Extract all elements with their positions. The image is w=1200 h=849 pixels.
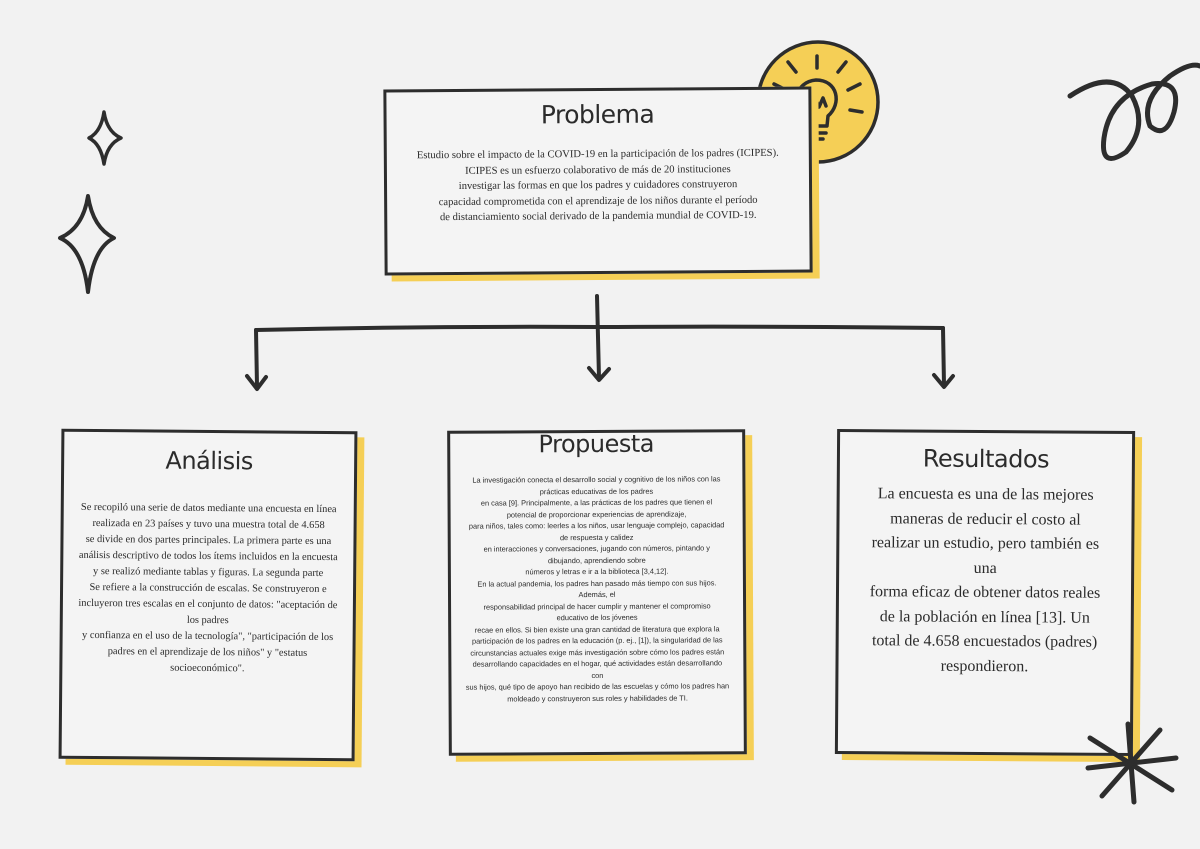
arrow-left-stem bbox=[254, 328, 259, 388]
sparkle-icon-small bbox=[87, 110, 123, 166]
arrow-horizontal-bar bbox=[254, 324, 945, 332]
proposal-title: Propuesta bbox=[538, 429, 654, 459]
problem-title: Problema bbox=[540, 99, 655, 130]
results-text: La encuesta es una de las mejores manera… bbox=[869, 485, 1101, 675]
problem-box: Problema Estudio sobre el impacto de la … bbox=[383, 86, 813, 276]
analysis-title: Análisis bbox=[165, 446, 253, 476]
proposal-box: Propuesta La investigación conecta el de… bbox=[447, 429, 747, 756]
sparkle-icon-large bbox=[58, 194, 116, 294]
arrow-center-head bbox=[587, 366, 611, 382]
analysis-text: Se recopiló una serie de datos mediante … bbox=[78, 501, 338, 675]
arrow-center-stem bbox=[595, 294, 601, 380]
analysis-box: Análisis Se recopiló una serie de datos … bbox=[58, 428, 358, 762]
arrow-left-head bbox=[245, 374, 268, 391]
problem-text: Estudio sobre el impacto de la COVID-19 … bbox=[416, 147, 779, 224]
results-box: Resultados La encuesta es una de las mej… bbox=[834, 428, 1136, 757]
results-title: Resultados bbox=[922, 444, 1050, 474]
squiggle-icon bbox=[1067, 62, 1200, 161]
arrow-right-head bbox=[932, 373, 955, 389]
connector-arrows bbox=[245, 294, 955, 391]
arrow-right-stem bbox=[941, 326, 946, 387]
proposal-text: La investigación conecta el desarrollo s… bbox=[465, 474, 730, 703]
